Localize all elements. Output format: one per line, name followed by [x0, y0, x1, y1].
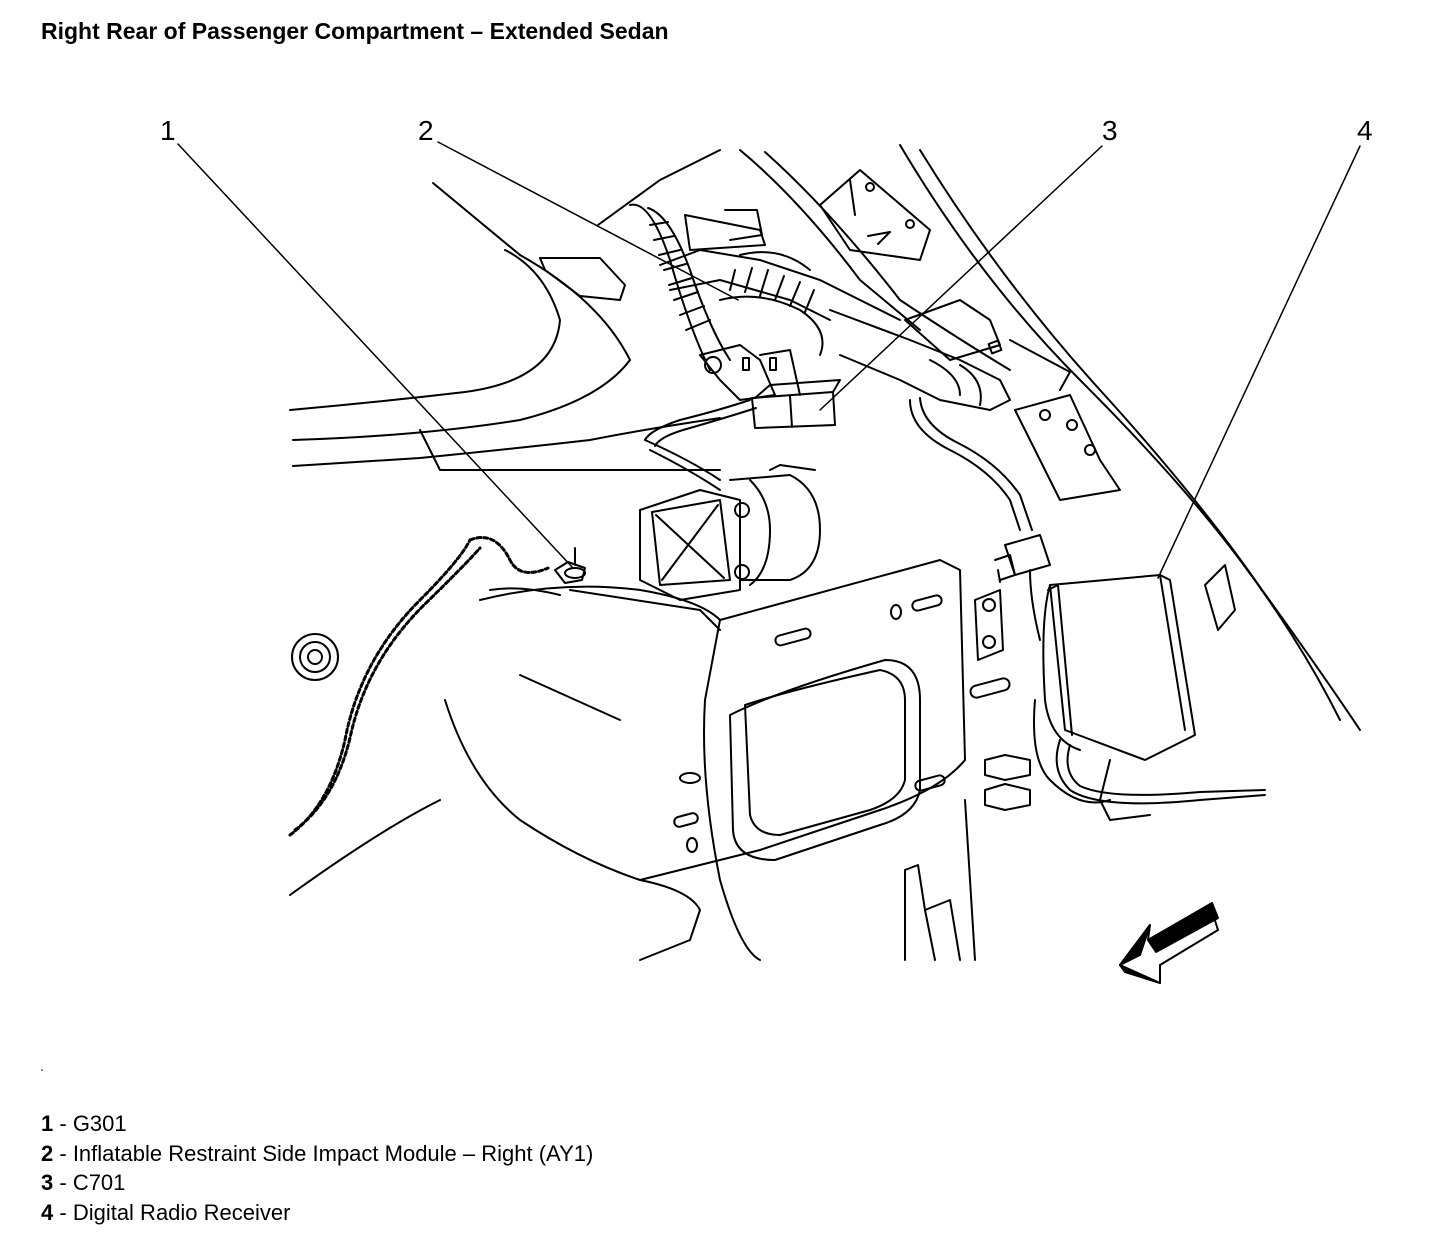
legend-item-2: 2 - Inflatable Restraint Side Impact Mod… [41, 1139, 593, 1169]
callout-legend: 1 - G301 2 - Inflatable Restraint Side I… [41, 1109, 593, 1227]
leader-line-2 [437, 141, 739, 301]
callout-number-1: 1 [160, 115, 176, 146]
side-impact-module [639, 464, 821, 601]
legend-label: G301 [72, 1111, 127, 1136]
wiring-harness [539, 203, 1011, 411]
mounting-bracket [699, 344, 801, 401]
legend-separator: - [53, 1140, 73, 1166]
legend-number: 1 [41, 1111, 54, 1136]
callout-number-2: 2 [418, 115, 434, 146]
legend-separator: - [53, 1199, 73, 1225]
legend-label: Inflatable Restraint Side Impact Module … [72, 1140, 594, 1166]
digital-radio-receiver [994, 534, 1266, 821]
leader-line-1 [177, 143, 574, 569]
floor-harness [288, 536, 550, 837]
legend-item-1: 1 - G301 [41, 1109, 593, 1139]
g301-ground-stud [554, 547, 586, 584]
legend-number: 3 [41, 1170, 54, 1195]
legend-separator: - [53, 1170, 73, 1195]
rear-wall-panel [904, 589, 1031, 961]
leader-line-3 [819, 145, 1103, 411]
leader-line-4 [1157, 145, 1361, 579]
speck-mark [41, 1069, 43, 1071]
callout-number-4: 4 [1357, 115, 1373, 146]
c701-connector [751, 379, 841, 429]
legend-number: 2 [41, 1140, 54, 1166]
front-direction-arrow [1119, 902, 1219, 984]
legend-number: 4 [41, 1199, 54, 1225]
legend-label: C701 [72, 1170, 126, 1195]
legend-label: Digital Radio Receiver [72, 1199, 291, 1225]
legend-item-3: 3 - C701 [41, 1168, 593, 1198]
callout-number-3: 3 [1102, 115, 1118, 146]
body-pillar-structure [289, 144, 1361, 731]
legend-separator: - [53, 1111, 73, 1136]
diagram-title: Right Rear of Passenger Compartment – Ex… [41, 18, 669, 44]
floor-grommet [291, 633, 339, 681]
wheelhouse-panel [289, 559, 966, 961]
harness-branch [644, 397, 1033, 531]
legend-item-4: 4 - Digital Radio Receiver [41, 1198, 593, 1228]
